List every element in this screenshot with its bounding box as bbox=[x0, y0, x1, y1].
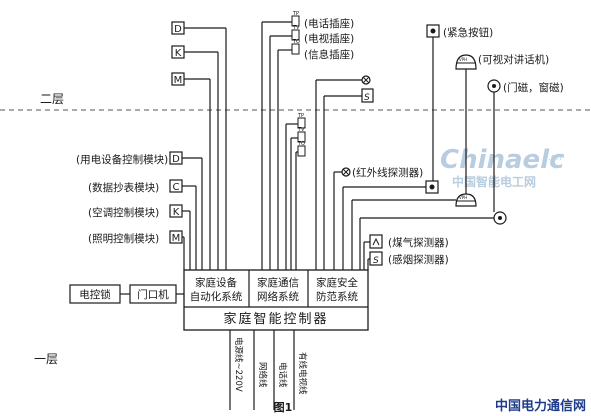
emergency-button-label: (紧急按钮) bbox=[443, 26, 493, 39]
emergency-button-icon bbox=[425, 180, 439, 194]
infrared-sensor-icon bbox=[361, 75, 371, 85]
tv-socket-icon: TV bbox=[297, 127, 306, 143]
svg-text:TO: TO bbox=[297, 141, 305, 147]
cable-labels: 电源线~220V 网络线 电话线 有线电视线 bbox=[233, 337, 308, 395]
video-phone-label: (可视对讲话机) bbox=[478, 53, 549, 66]
cable-label-phone: 电话线 bbox=[277, 362, 288, 388]
svg-text:TV: TV bbox=[292, 25, 300, 31]
upper-letter-boxes: D K M bbox=[171, 21, 185, 86]
svg-text:VPH: VPH bbox=[459, 195, 467, 200]
svg-text:TP: TP bbox=[292, 11, 299, 17]
gas-detector-icon bbox=[369, 234, 383, 249]
security-devices-lower: (红外线探测器) VPH (煤气探测器) S (感烟探测器) bbox=[341, 166, 507, 266]
socket-label-phone: (电话插座) bbox=[304, 17, 354, 30]
security-system-line1: 家庭安全 bbox=[316, 276, 358, 289]
gas-detector-label: (煤气探测器) bbox=[388, 236, 449, 249]
security-devices-upper: S (紧急按钮) VPH (可视对讲话机) (门磁，窗磁) bbox=[361, 24, 564, 103]
controller-title: 家庭智能控制器 bbox=[223, 311, 328, 327]
door-contact-icon bbox=[487, 79, 501, 93]
door-station-box bbox=[129, 284, 177, 304]
module-label-lighting: (照明控制模块) bbox=[88, 232, 159, 245]
letter-box bbox=[171, 45, 185, 59]
module-box bbox=[169, 179, 183, 193]
watermark-suffix: .cn bbox=[548, 153, 562, 163]
electric-lock-box bbox=[69, 284, 121, 304]
svg-text:TV: TV bbox=[297, 127, 305, 133]
module-letter: D bbox=[172, 154, 180, 165]
automation-system-line1: 家庭设备 bbox=[195, 276, 237, 289]
door-contact-label: (门磁，窗磁) bbox=[503, 81, 564, 94]
smoke-detector-icon: S bbox=[369, 251, 383, 266]
network-system-line2: 网络系统 bbox=[257, 290, 299, 303]
upper-sockets: TP (电话插座) TV (电视插座) TO (信息插座) bbox=[291, 11, 354, 61]
emergency-button-icon bbox=[426, 24, 440, 38]
footer-site-name: 中国电力通信网 bbox=[495, 398, 586, 414]
cable-label-network: 网络线 bbox=[257, 362, 268, 388]
phone-socket-icon: TP bbox=[297, 113, 306, 129]
module-letter: M bbox=[172, 233, 181, 244]
figure-caption: 图1 bbox=[274, 401, 293, 414]
letter-box-label: D bbox=[174, 24, 182, 35]
floor-label-lower: 一层 bbox=[34, 352, 58, 366]
svg-text:TP: TP bbox=[297, 113, 304, 119]
entry-devices: 电控锁 门口机 bbox=[69, 284, 177, 304]
module-letter: K bbox=[173, 207, 180, 218]
tv-socket-icon: TV bbox=[291, 25, 300, 41]
module-label-meter: (数据抄表模块) bbox=[88, 181, 159, 194]
module-box bbox=[169, 204, 183, 218]
control-modules: (用电设备控制模块) D (数据抄表模块) C (空调控制模块) K (照明控制… bbox=[76, 151, 183, 245]
video-phone-icon: VPH bbox=[455, 54, 477, 70]
smoke-detector-label: (感烟探测器) bbox=[388, 253, 449, 266]
watermark: Chinaelc .cn 中国智能电工网 bbox=[440, 145, 565, 189]
svg-text:S: S bbox=[364, 93, 370, 103]
module-box bbox=[169, 151, 183, 165]
automation-system-line2: 自动化系统 bbox=[190, 290, 243, 303]
letter-box bbox=[171, 21, 185, 35]
svg-text:TO: TO bbox=[292, 39, 300, 45]
letter-box bbox=[171, 72, 185, 86]
phone-socket-icon: TP bbox=[291, 11, 300, 27]
module-label-aircon: (空调控制模块) bbox=[88, 206, 159, 219]
letter-box-label: K bbox=[175, 48, 182, 59]
svg-text:S: S bbox=[373, 256, 379, 266]
home-controller: 家庭设备 自动化系统 家庭通信 网络系统 家庭安全 防范系统 家庭智能控制器 bbox=[183, 269, 369, 331]
video-phone-icon: VPH bbox=[455, 193, 477, 207]
cable-label-catv: 有线电视线 bbox=[297, 352, 308, 395]
svg-text:VPH: VPH bbox=[459, 57, 467, 62]
security-system-line2: 防范系统 bbox=[316, 290, 358, 303]
data-socket-icon: TO bbox=[291, 39, 300, 55]
smoke-detector-icon: S bbox=[361, 88, 374, 103]
letter-box-label: M bbox=[174, 75, 183, 86]
module-letter: C bbox=[173, 182, 180, 193]
module-box bbox=[169, 230, 183, 244]
infrared-sensor-icon bbox=[341, 167, 351, 177]
electric-lock-label: 电控锁 bbox=[79, 288, 111, 301]
lower-sockets: TP TV TO bbox=[297, 113, 306, 157]
network-system-line1: 家庭通信 bbox=[257, 276, 299, 289]
socket-label-info: (信息插座) bbox=[304, 48, 354, 61]
door-contact-icon bbox=[493, 211, 507, 225]
floor-label-upper: 二层 bbox=[40, 92, 64, 106]
cable-label-power: 电源线~220V bbox=[233, 337, 244, 392]
door-station-label: 门口机 bbox=[137, 288, 169, 301]
data-socket-icon: TO bbox=[297, 141, 306, 157]
socket-label-tv: (电视插座) bbox=[304, 32, 354, 45]
infrared-label: (红外线探测器) bbox=[352, 166, 423, 179]
module-label-appliance: (用电设备控制模块) bbox=[76, 153, 168, 166]
watermark-main: Chinaelc bbox=[440, 145, 565, 175]
